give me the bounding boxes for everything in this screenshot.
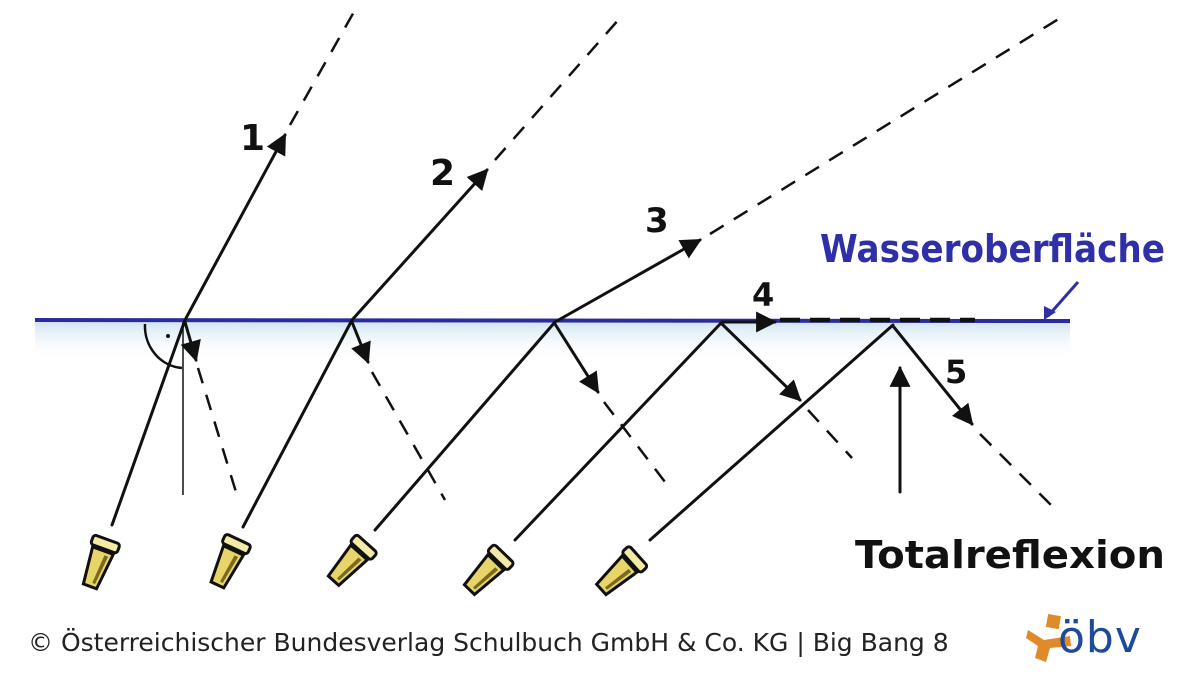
ray-2	[203, 17, 621, 593]
water-surface-line	[34, 318, 1071, 323]
obv-logo-text: öbv	[1058, 612, 1142, 663]
total-reflection-label: Totalreflexion	[855, 533, 1165, 577]
lamp-3	[321, 532, 379, 592]
surface-pointer-arrow	[1046, 281, 1080, 317]
ray-1	[75, 9, 357, 593]
water-region	[35, 321, 1070, 361]
ray-label-2: 2	[430, 153, 455, 194]
lamp-1	[75, 533, 122, 593]
ray-3	[321, 13, 1066, 592]
ray-5	[590, 323, 1053, 602]
ray-label-3: 3	[645, 201, 669, 241]
lamp-2	[203, 532, 253, 593]
lamp-4	[457, 542, 516, 601]
surface-label: Wasseroberfläche	[820, 227, 1165, 271]
ray-label-4: 4	[752, 276, 774, 314]
copyright-footer: © Österreichischer Bundesverlag Schulbuc…	[28, 628, 949, 657]
ray-label-1: 1	[240, 118, 265, 159]
ray-4	[457, 311, 975, 601]
ray-label-5: 5	[945, 353, 967, 391]
lamp-5	[590, 544, 650, 602]
angle-arc	[143, 323, 183, 370]
obv-logo-mark	[1026, 614, 1071, 662]
